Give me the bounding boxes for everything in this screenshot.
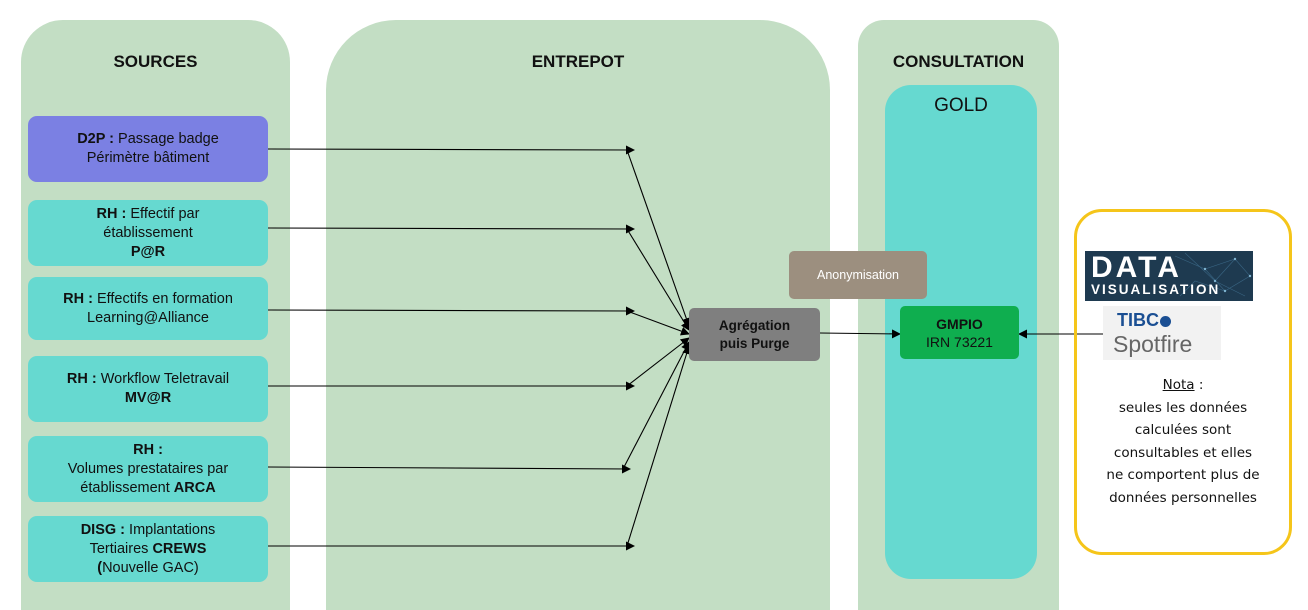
source-rh4-line3: ARCA [173,479,216,496]
dataviz-big-text: DATA [1091,251,1182,284]
dataviz-small-text: VISUALISATION [1091,282,1221,297]
source-rh1-bold: RH : [96,205,127,222]
nota-colon: : [1194,377,1204,393]
source-disg: DISG : Implantations Tertiaires CREWS (N… [28,516,268,582]
source-d2p-bold: D2P : [77,131,114,147]
source-disg-line1: Implantations [125,521,216,538]
gold-label: GOLD [934,95,988,116]
arrow-source-5-entrepot [267,464,631,474]
nota-title: Nota [1162,377,1195,393]
consultation-title: CONSULTATION [892,52,1025,71]
source-rh4-line2b: établissement [80,479,174,496]
source-disg-paren: ( [97,559,103,576]
arrow-source-1-entrepot [267,145,635,155]
source-disg-line3: Nouvelle GAC) [102,559,199,576]
arrow-fan-4 [626,337,690,387]
source-rh2-line2: Learning@Alliance [87,309,209,326]
arrow-agg-gmpio [819,329,901,339]
arrow-source-3-entrepot [267,306,635,316]
source-rh4-bold: RH : [133,441,163,458]
source-rh3-bold: RH : [66,371,97,387]
arrow-fan-2 [626,228,690,331]
data-visualisation-logo: DATA VISUALISATION [1085,251,1253,301]
source-rh1-line1: Effectif par [126,205,200,222]
source-d2p-line2: Périmètre bâtiment [86,150,210,166]
tibco-text: TIBC [1117,310,1171,331]
nota-text: Nota : seules les données calculées sont… [1080,374,1286,509]
arrow-fan-5 [622,341,690,470]
arrow-fan-3 [626,310,690,336]
aggregation-box: Agrégation puis Purge [689,308,820,361]
source-rh3-line1: Workflow Teletravail [96,371,230,387]
source-rh2-line1: Effectifs en formation [92,290,233,307]
connector-arrows [267,145,1103,551]
gmpio-subtitle: IRN 73221 [926,333,993,350]
source-rh1-line3: P@R [130,243,166,260]
tibco-spotfire-logo: TIBC Spotfire [1103,306,1221,360]
nota-line-5: données personnelles [1109,489,1257,506]
anonymisation-box: Anonymisation [789,251,927,299]
source-rh-formation: RH : Effectifs en formation Learning@All… [28,277,268,340]
arrow-fan-6 [626,345,691,547]
arrow-source-2-entrepot [267,224,635,234]
nota-line-1: seules les données [1118,399,1248,416]
source-rh1-line2: établissement [103,224,193,241]
aggregation-line2: puis Purge [719,335,790,351]
sources-title: SOURCES [113,52,198,71]
source-d2p: D2P : Passage badge Périmètre bâtiment [28,116,268,182]
source-rh-teletravail: RH : Workflow Teletravail MV@R [28,356,268,422]
spotfire-text: Spotfire [1113,331,1193,357]
nota-frame [1074,209,1292,555]
nota-line-2: calculées sont [1134,422,1232,438]
source-rh-effectif: RH : Effectif par établissement P@R [28,200,268,266]
aggregation-line1: Agrégation [718,317,791,333]
gmpio-title: GMPIO [936,315,983,332]
source-rh3-line3: MV@R [124,390,172,406]
source-disg-line2-bold: CREWS [152,540,207,557]
source-rh-prestataires: RH : Volumes prestataires par établissem… [28,436,268,502]
arrow-fan-1 [626,149,691,327]
source-d2p-line1: Passage badge [114,131,219,147]
source-disg-line2: Tertiaires [89,540,153,557]
nota-line-3: consultables et elles [1113,444,1253,461]
source-disg-bold: DISG : [80,521,126,538]
source-rh2-bold: RH : [63,290,93,307]
gmpio-box: GMPIO IRN 73221 [900,306,1019,359]
source-rh4-line2: Volumes prestataires par [67,460,229,477]
entrepot-title: ENTREPOT [531,52,625,71]
network-pattern-icon [1174,252,1252,297]
nota-line-4: ne comportent plus de [1106,467,1260,483]
